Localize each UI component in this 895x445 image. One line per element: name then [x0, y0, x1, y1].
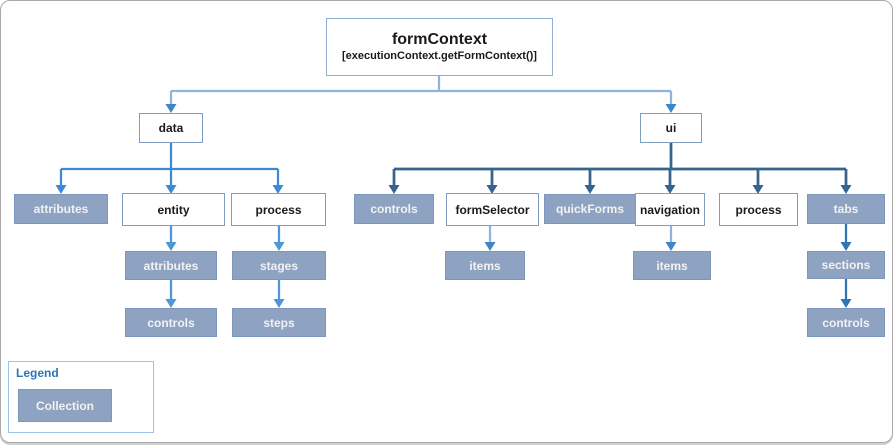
connector-navigation-items [665, 226, 677, 251]
legend-title: Legend [16, 366, 59, 380]
node-navigation-items: items [633, 251, 711, 280]
connector-data-branch [55, 143, 284, 194]
node-entity-controls: controls [125, 308, 217, 337]
connector-formselector-items [484, 226, 496, 251]
node-navigation: navigation [635, 193, 705, 226]
node-formcontext: formContext [executionContext.getFormCon… [326, 18, 553, 76]
connector-ui-branch [388, 143, 852, 194]
node-formcontext-subtitle: [executionContext.getFormContext()] [342, 49, 537, 62]
node-ui: ui [640, 113, 702, 143]
node-tabs-sections: sections [807, 251, 885, 279]
node-data-process: process [231, 193, 326, 226]
node-process-steps: steps [232, 308, 326, 337]
node-data-attributes: attributes [14, 194, 108, 224]
connector-trunk [165, 76, 677, 113]
node-data: data [139, 113, 203, 143]
node-tabs: tabs [807, 194, 885, 224]
legend-collection-swatch: Collection [18, 389, 112, 422]
node-entity: entity [122, 193, 225, 226]
node-process-stages: stages [232, 251, 326, 280]
legend-box: Legend Collection [8, 361, 154, 433]
node-formcontext-title: formContext [391, 30, 488, 48]
node-tabs-controls: controls [807, 308, 885, 337]
node-ui-process: process [719, 193, 798, 226]
node-quickforms: quickForms [544, 194, 636, 224]
node-formselector-items: items [445, 251, 525, 280]
node-formselector: formSelector [446, 193, 539, 226]
node-ui-controls: controls [354, 194, 434, 224]
node-entity-attributes: attributes [125, 251, 217, 280]
